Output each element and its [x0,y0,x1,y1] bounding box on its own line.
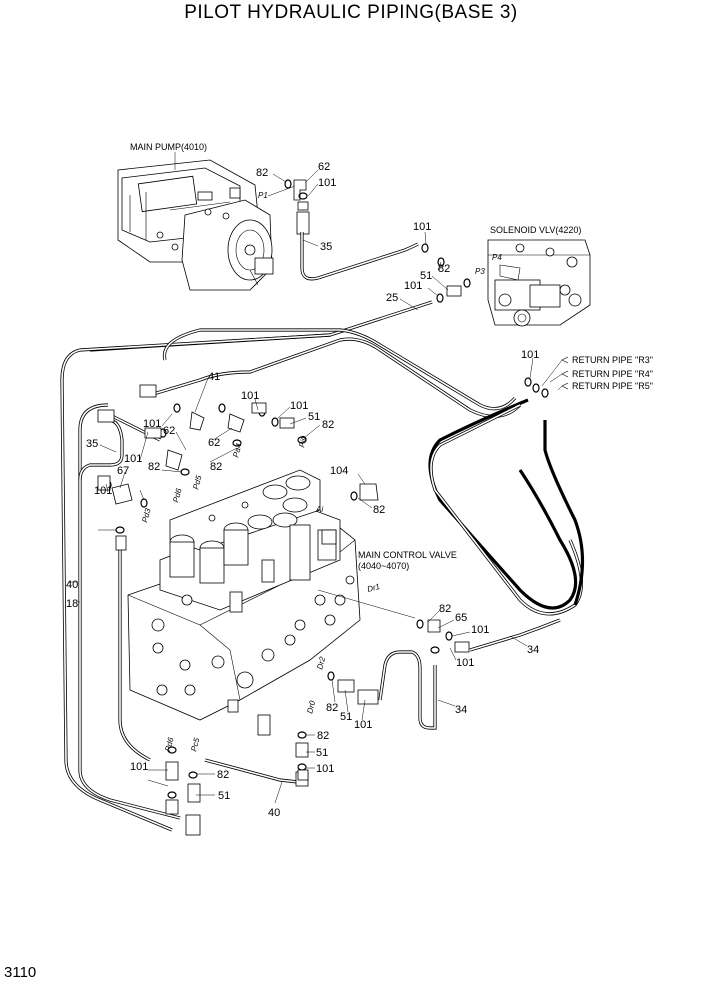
part-number-101: 101 [130,761,148,773]
part-number-82: 82 [256,167,268,179]
part-number-62: 62 [163,425,175,437]
part-number-82: 82 [217,769,229,781]
part-number-101: 101 [471,624,489,636]
pipe-runs [60,232,585,832]
part-number-101: 101 [143,418,161,430]
part-number-34: 34 [455,704,467,716]
part-number-82: 82 [326,702,338,714]
part-number-34: 34 [527,644,539,656]
main-pump-label: MAIN PUMP(4010) [130,142,207,152]
part-number-51: 51 [218,790,230,802]
main-control-valve-drawing [127,469,361,736]
part-number-41: 41 [208,371,220,383]
part-number-104: 104 [330,465,348,477]
page-title: PILOT HYDRAULIC PIPING(BASE 3) [184,2,518,23]
part-number-labels: 82 62 101 35 101 82 51 101 25 101 41 101… [66,161,539,819]
part-number-82: 82 [322,419,334,431]
part-number-101: 101 [124,453,142,465]
port-p4: P4 [492,253,502,262]
part-number-51: 51 [340,711,352,723]
part-number-101: 101 [521,349,539,361]
port-p1: P1 [258,191,268,200]
pump-fittings [284,179,310,235]
port-pd5: Pd5 [191,474,204,491]
part-number-51: 51 [316,747,328,759]
solenoid-valve-drawing [487,239,591,327]
part-number-101: 101 [290,400,308,412]
part-number-62: 62 [318,161,330,173]
part-number-101: 101 [318,177,336,189]
return-pipe-r3: RETURN PIPE "R3" [572,355,653,365]
port-pd6-top: Pd6 [171,487,184,504]
part-number-101: 101 [316,763,334,775]
main-pump-drawing [117,152,274,291]
part-number-51: 51 [420,270,432,282]
part-number-101: 101 [94,485,112,497]
part-number-35: 35 [320,241,332,253]
part-number-18: 18 [66,598,78,610]
part-number-25: 25 [386,292,398,304]
part-number-35: 35 [86,438,98,450]
solenoid-valve-label: SOLENOID VLV(4220) [490,225,581,235]
port-p3: P3 [475,267,485,276]
part-number-40: 40 [66,579,78,591]
part-number-101: 101 [354,719,372,731]
part-number-82: 82 [438,263,450,275]
port-dr2: Dr2 [315,655,327,670]
leader-lines [68,169,534,804]
part-number-82-extra: 82 [317,730,329,742]
return-pipe-r5: RETURN PIPE "R5" [572,381,653,391]
part-number-65: 65 [455,612,467,624]
part-number-101: 101 [456,657,474,669]
part-number-82: 82 [148,461,160,473]
part-number-62: 62 [208,437,220,449]
part-number-101: 101 [404,280,422,292]
part-number-82: 82 [373,504,385,516]
port-dr0: Dr0 [305,699,317,714]
part-number-82: 82 [439,603,451,615]
port-dr1: Dr1 [366,582,381,594]
part-number-51: 51 [308,411,320,423]
part-number-101: 101 [241,390,259,402]
part-number-101: 101 [413,221,431,233]
part-number-67: 67 [117,465,129,477]
page-number: 3110 [4,964,37,981]
o-rings [97,243,549,836]
part-number-82: 82 [210,461,222,473]
port-pd6: Pd6 [163,736,176,753]
part-number-40: 40 [268,807,280,819]
port-ai: Ai [315,505,323,514]
mcv-sublabel: (4040~4070) [358,561,409,571]
return-pipe-arrows [541,356,569,391]
port-pi0: Pi0 [297,434,309,448]
mcv-label: MAIN CONTROL VALVE [358,550,457,560]
port-pd3: Pd3 [140,507,153,524]
return-pipe-r4: RETURN PIPE "R4" [572,369,653,379]
port-pc5: Pc5 [189,736,201,752]
